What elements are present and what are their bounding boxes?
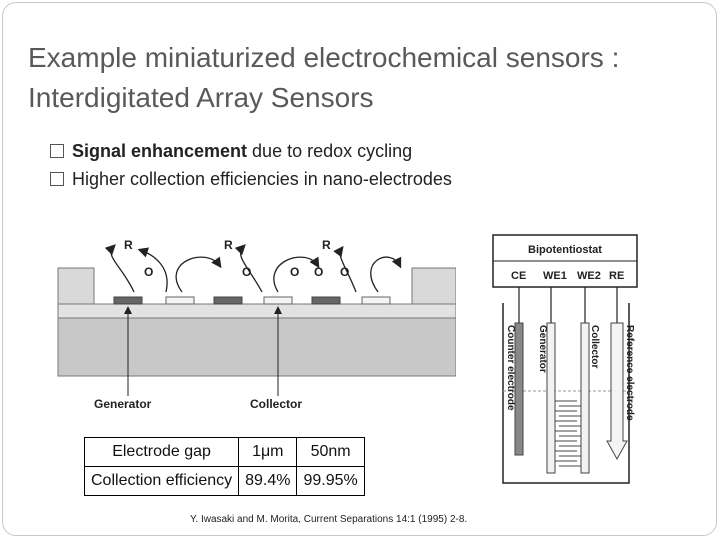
ida-cross-section-diagram: R R R O O O O O Generator Collector <box>57 238 456 411</box>
bullet-list: Signal enhancement due to redox cycling … <box>50 139 452 195</box>
collector-electrode <box>165 296 195 305</box>
beaker <box>502 303 630 484</box>
collector-electrode-label: Collector <box>589 325 600 368</box>
table-header-cell: 50nm <box>296 437 365 467</box>
oxidized-species-label: O <box>242 265 251 279</box>
redox-cycling-arrows <box>104 244 402 293</box>
collector-electrode <box>361 296 391 305</box>
generator-electrode <box>113 296 143 305</box>
bullet-text: Higher collection efficiencies in nano-e… <box>72 169 452 189</box>
generator-label: Generator <box>94 397 152 411</box>
oxidized-species-label: O <box>290 265 299 279</box>
checkbox-bullet-icon <box>50 144 64 158</box>
bullet-bold-text: Signal enhancement <box>72 141 248 161</box>
slide-title: Example miniaturized electrochemical sen… <box>28 38 708 118</box>
citation-text: Y. Iwasaki and M. Morita, Current Separa… <box>190 514 468 525</box>
counter-electrode <box>514 322 524 456</box>
bipotentiostat-label: Bipotentiostat <box>528 244 602 256</box>
right-wall <box>411 267 456 305</box>
table-cell: Collection efficiency <box>83 466 240 496</box>
bullet-item: Signal enhancement due to redox cycling <box>50 139 452 167</box>
terminal-label: WE1 <box>543 270 567 282</box>
title-line-1: Example miniaturized electrochemical sen… <box>28 42 620 73</box>
pointer-lines <box>124 306 282 396</box>
table-row: Collection efficiency 89.4% 99.95% <box>83 466 365 496</box>
generator-electrode <box>213 296 243 305</box>
terminal-label: CE <box>511 270 526 282</box>
collection-efficiency-table: Electrode gap 1μm 50nm Collection effici… <box>83 437 365 496</box>
collector-electrode-strip <box>580 322 590 474</box>
substrate-base <box>57 315 456 377</box>
left-wall <box>57 267 95 305</box>
table-cell: 89.4% <box>238 466 298 496</box>
reduced-species-label: R <box>224 238 233 252</box>
collector-label: Collector <box>250 397 302 411</box>
table-header-cell: Electrode gap <box>83 437 240 467</box>
counter-electrode-label: Counter electrode <box>505 325 516 411</box>
bullet-text: due to redox cycling <box>247 141 413 161</box>
terminal-label: RE <box>609 270 624 282</box>
table-row: Electrode gap 1μm 50nm <box>83 437 365 467</box>
oxidized-species-label: O <box>340 265 349 279</box>
interdigitated-fingers <box>555 400 581 467</box>
reduced-species-label: R <box>322 238 331 252</box>
table-header-cell: 1μm <box>238 437 298 467</box>
title-line-2: Interdigitated Array Sensors <box>28 82 374 113</box>
generator-electrode <box>311 296 341 305</box>
reference-electrode <box>606 322 628 461</box>
insulating-layer <box>57 303 456 319</box>
electrode-wires <box>518 287 618 323</box>
generator-electrode-label: Generator <box>537 325 548 373</box>
table-cell: 99.95% <box>296 466 365 496</box>
checkbox-bullet-icon <box>50 172 64 186</box>
reference-electrode-label: Reference electrode <box>624 325 635 421</box>
terminal-label: WE2 <box>577 270 601 282</box>
collector-electrode <box>263 296 293 305</box>
bipotentiostat-diagram: Bipotentiostat CE WE1 WE2 RE Counter ele… <box>492 234 638 484</box>
reduced-species-label: R <box>124 238 133 252</box>
oxidized-species-label: O <box>144 265 153 279</box>
generator-electrode-strip <box>546 322 556 474</box>
oxidized-species-label: O <box>314 265 323 279</box>
bullet-item: Higher collection efficiencies in nano-e… <box>50 167 452 195</box>
